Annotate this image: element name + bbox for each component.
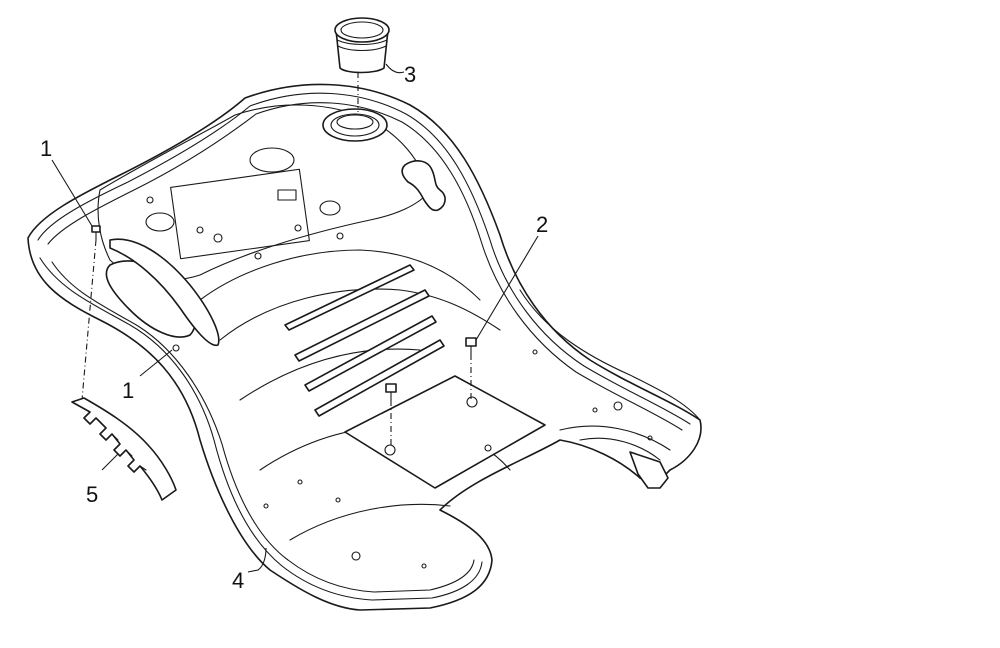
fill-opening bbox=[322, 108, 388, 142]
callout-1-lower: 1 bbox=[122, 378, 134, 403]
callout-3: 3 bbox=[404, 62, 416, 87]
fender-body bbox=[27, 83, 702, 611]
callout-2: 2 bbox=[536, 212, 548, 237]
callout-1-upper: 1 bbox=[40, 136, 52, 161]
leader-lines bbox=[51, 63, 539, 573]
callout-4: 4 bbox=[232, 568, 244, 593]
assembly-lines bbox=[81, 72, 472, 448]
floor-plate bbox=[344, 375, 546, 489]
lever-slot bbox=[401, 160, 446, 212]
rivets bbox=[172, 344, 653, 569]
callout-5: 5 bbox=[86, 482, 98, 507]
screw-floor bbox=[385, 383, 397, 401]
filler-neck-part bbox=[334, 17, 390, 74]
screw-1-upper bbox=[91, 225, 101, 241]
seat-ribs bbox=[284, 264, 445, 417]
notched-bracket-part bbox=[71, 397, 177, 501]
screw-2 bbox=[465, 337, 477, 355]
grip-slot bbox=[105, 238, 220, 346]
